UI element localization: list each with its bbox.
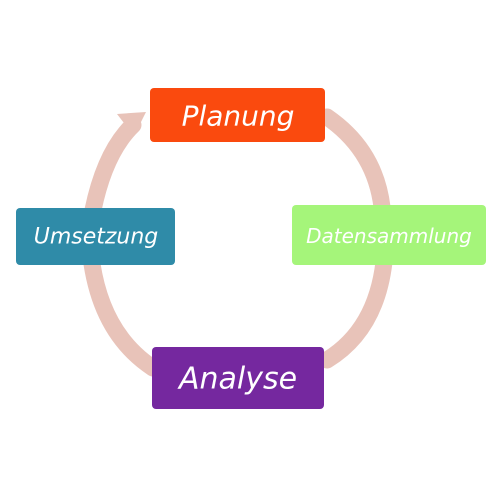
connector-planung-datensammlung [318,108,391,216]
node-umsetzung: Umsetzung [16,208,175,265]
node-analyse-label: Analyse [177,362,297,397]
connector-analyse-umsetzung [83,255,162,377]
node-planung-box [150,88,325,142]
connector-datensammlung-analyse [318,253,393,369]
node-datensammlung-label: Datensammlung [306,224,472,248]
node-umsetzung-box [16,208,175,265]
node-umsetzung-label: Umsetzung [34,225,159,250]
node-planung-label: Planung [182,100,295,133]
node-analyse-box [152,347,324,409]
connector-umsetzung-planung [84,116,142,219]
node-datensammlung-box [292,205,486,265]
cycle-connectors [83,108,393,377]
node-datensammlung: Datensammlung [292,205,486,265]
node-planung: Planung [150,88,325,142]
node-analyse: Analyse [152,347,324,409]
arrow-head-icon [117,112,146,136]
